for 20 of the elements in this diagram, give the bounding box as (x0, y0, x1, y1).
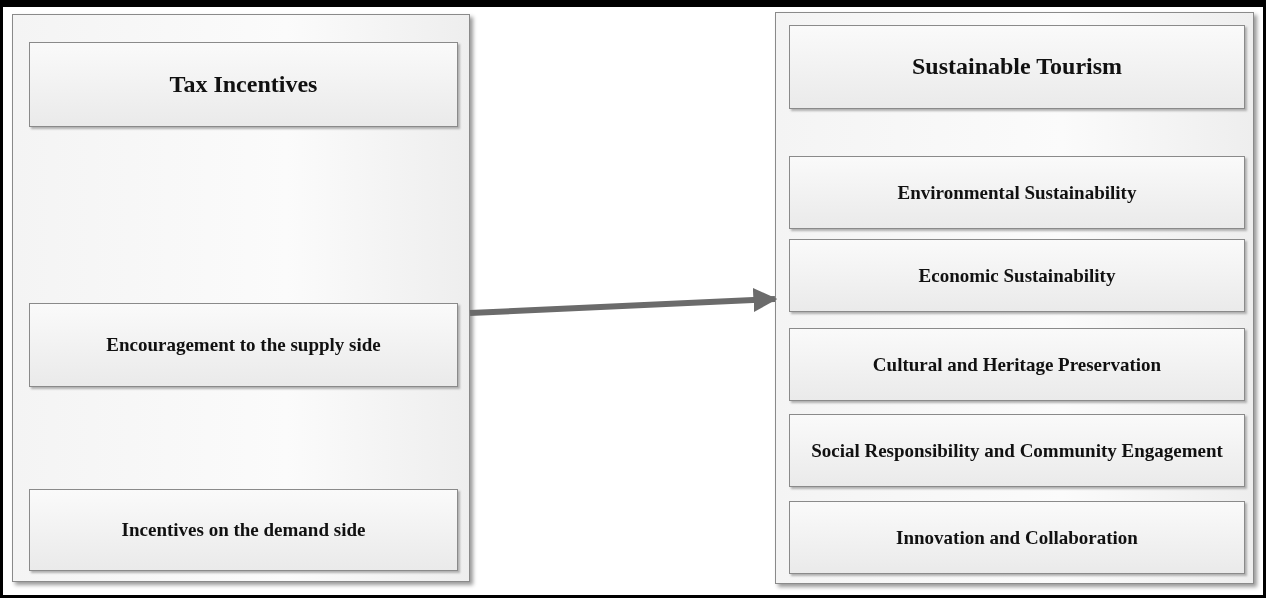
text-box (789, 501, 1245, 574)
text-box (29, 489, 458, 571)
text-box (789, 156, 1245, 229)
panel-box (775, 12, 1254, 584)
label-text: Economic Sustainability (917, 264, 1117, 287)
label-text: Cultural and Heritage Preservation (871, 353, 1163, 376)
text-box (29, 303, 458, 387)
label-text: Incentives on the demand side (120, 519, 367, 541)
label-text: Innovation and Collaboration (895, 526, 1139, 549)
heading-text: Sustainable Tourism (910, 53, 1124, 81)
panel-box (12, 14, 470, 582)
text-box (789, 414, 1245, 487)
text-box (789, 328, 1245, 401)
label-text: Environmental Sustainability (896, 181, 1138, 204)
text-box (789, 239, 1245, 312)
text-box (789, 25, 1245, 109)
heading-text: Tax Incentives (168, 70, 319, 99)
label-text: Social Responsibility and Community Engagement (810, 439, 1224, 462)
label-text: Encouragement to the supply side (105, 334, 382, 356)
text-box (29, 42, 458, 127)
